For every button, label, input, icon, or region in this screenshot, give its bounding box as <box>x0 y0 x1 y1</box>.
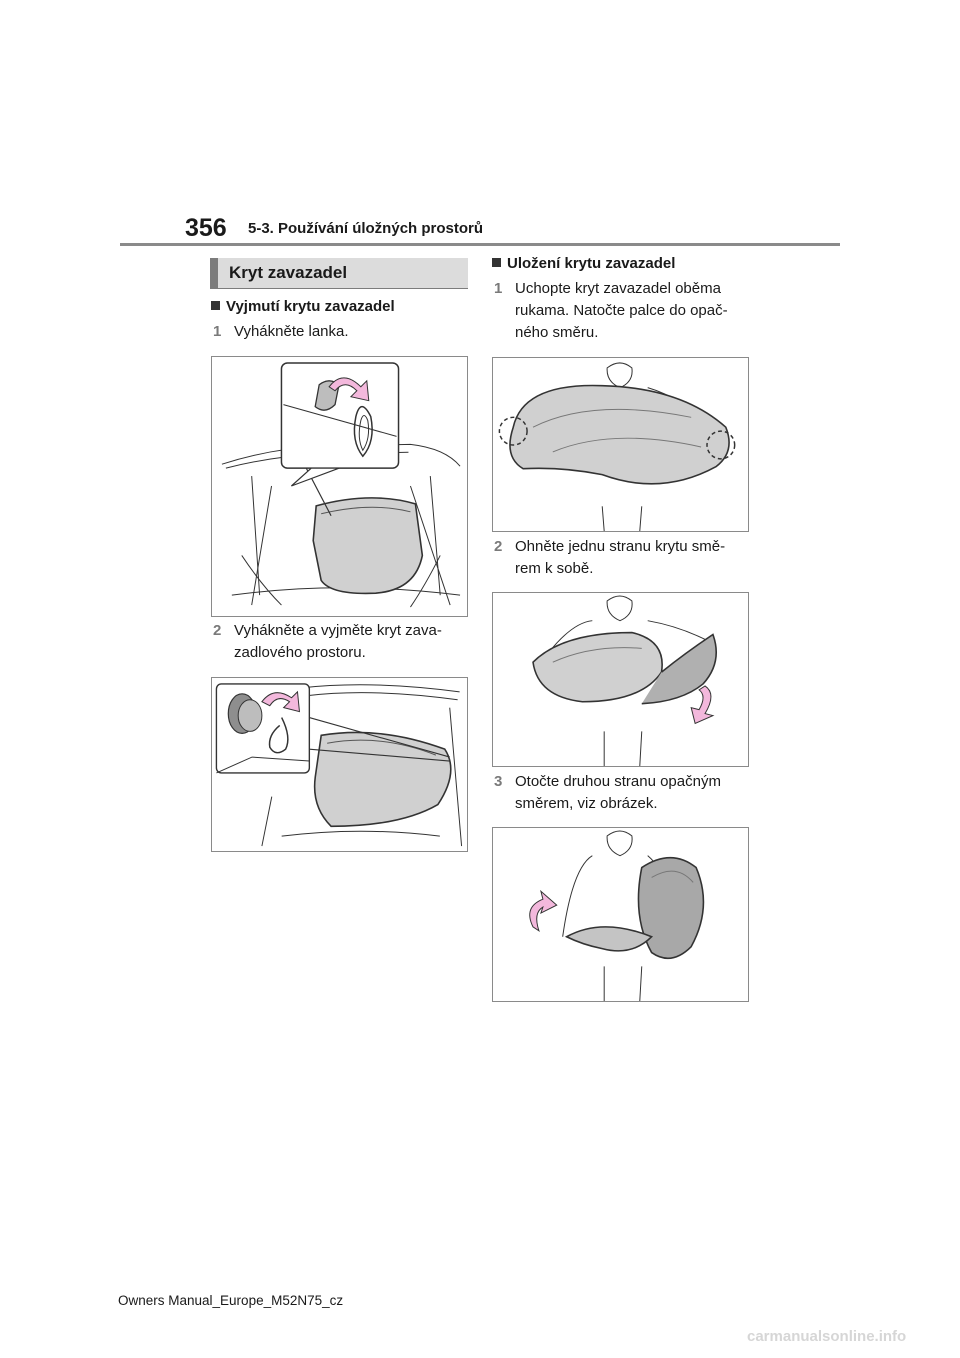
figure-bend-cover <box>492 592 749 767</box>
illustration-remove-cover <box>215 683 463 847</box>
figure-unhook-strings <box>211 356 468 617</box>
subheading-remove: Vyjmutí krytu zavazadel <box>211 298 395 315</box>
step-number: 1 <box>213 323 222 340</box>
illustration-twist-cover <box>529 830 705 1001</box>
step-number: 2 <box>213 622 222 639</box>
step-text: Uchopte kryt zavazadel oběma rukama. Nat… <box>515 280 728 341</box>
figure-remove-cover <box>211 677 468 852</box>
figure-twist-cover <box>492 827 749 1002</box>
section-box-title: Kryt zavazadel <box>229 263 348 282</box>
square-bullet-icon <box>211 301 220 310</box>
subheading-store-text: Uložení krytu zavazadel <box>507 255 676 272</box>
figure-hold-cover <box>492 357 749 532</box>
step-text: Vyhákněte a vyjměte kryt zava-zadlového … <box>234 622 442 661</box>
step-text: Otočte druhou stranu opačným směrem, viz… <box>515 773 721 812</box>
step-text: Ohněte jednu stranu krytu smě-rem k sobě… <box>515 538 726 577</box>
section-box-underline <box>210 288 468 289</box>
step-number: 1 <box>494 280 503 297</box>
section-box: Kryt zavazadel <box>210 258 468 288</box>
illustration-bend-cover <box>532 595 717 766</box>
square-bullet-icon <box>492 258 501 267</box>
page-number: 356 <box>185 214 227 242</box>
step-number: 2 <box>494 538 503 555</box>
header-rule <box>120 243 840 246</box>
step-number: 3 <box>494 773 503 790</box>
subheading-store: Uložení krytu zavazadel <box>492 255 675 272</box>
section-title: 5-3. Používání úložných prostorů <box>248 220 484 237</box>
illustration-hatch-hooks <box>221 362 461 608</box>
watermark: carmanualsonline.info <box>747 1328 907 1345</box>
footer-text: Owners Manual_Europe_M52N75_cz <box>118 1293 344 1308</box>
step-text: Vyhákněte lanka. <box>234 323 349 340</box>
subheading-remove-text: Vyjmutí krytu zavazadel <box>226 298 395 315</box>
illustration-hold-cover <box>498 362 736 531</box>
